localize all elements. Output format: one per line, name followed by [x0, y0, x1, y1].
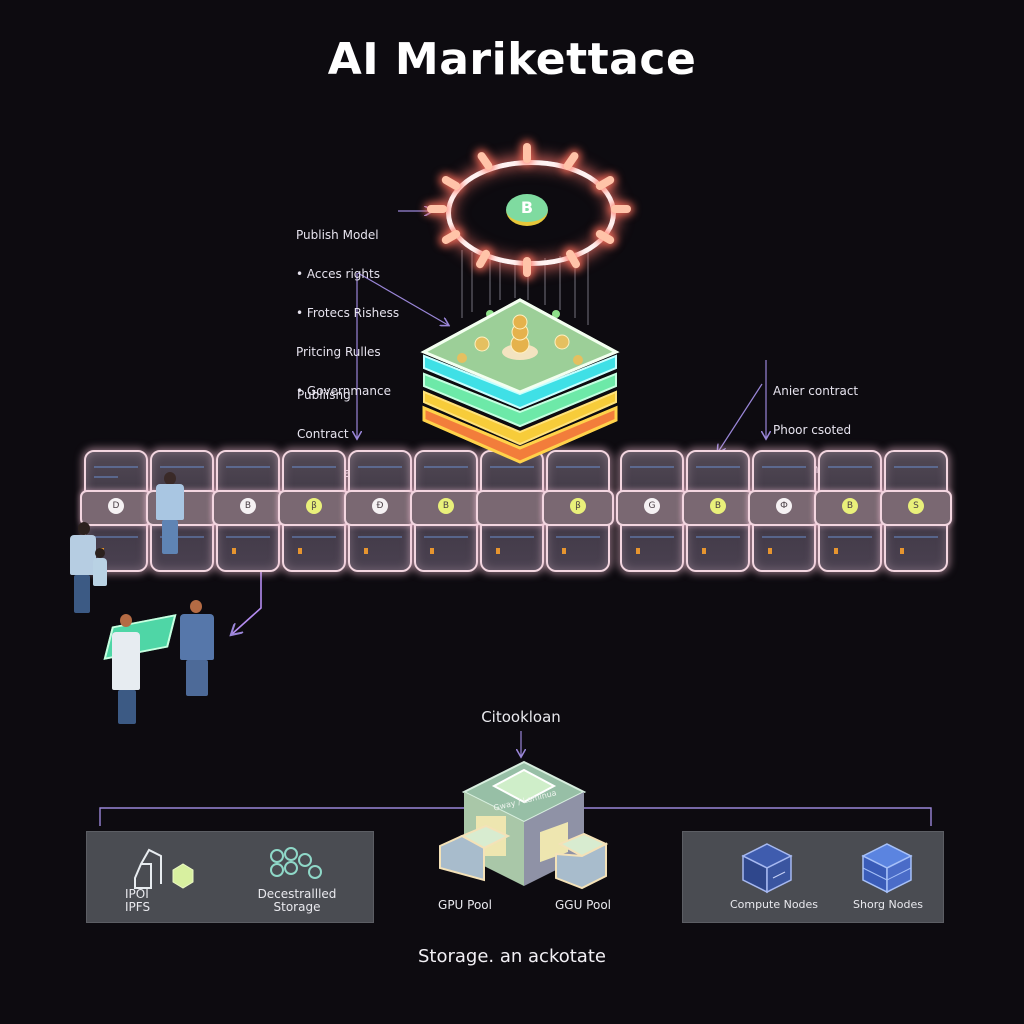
compute-node-icon [741, 843, 793, 894]
annotation-line: • Frotecs Rishess [296, 306, 400, 320]
person-legs [118, 690, 136, 724]
token-icon: β [570, 498, 586, 514]
bottom-caption: Storage. an ackotate [418, 946, 606, 967]
ipfs-label: IPOI IPFS [125, 888, 150, 914]
token-icon: D [108, 498, 124, 514]
label-line: IPFS [125, 900, 151, 914]
token-icon: B [842, 498, 858, 514]
token-icon: B [710, 498, 726, 514]
annotation-line: • Acces rights [296, 267, 380, 281]
ring-spike [523, 257, 531, 277]
blockchain-ledger: D B β Đ B β G B Ф B S [80, 448, 952, 574]
annotation-line: Anier contract [773, 384, 859, 398]
person-legs [162, 520, 178, 554]
person-head [190, 600, 202, 613]
token-icon: Ф [776, 498, 792, 514]
ring-spike [611, 205, 631, 213]
annotation-line: Contract [297, 427, 349, 441]
token-icon: β [306, 498, 322, 514]
person-head [95, 548, 105, 558]
label-line: Storage [273, 900, 321, 914]
person-body [70, 535, 96, 575]
nodes-panel: Compute Nodes Shorg Nodes [682, 831, 944, 923]
storage-panel: IPOI IPFS Decestrallled Storage [86, 831, 374, 923]
annotation-line: Publiisng [297, 388, 351, 402]
label-line: IPOI [125, 887, 149, 901]
annotation-line: Phoor csoted [773, 423, 852, 437]
annotation-line: Pritcing Rulles [296, 345, 381, 359]
orchestrator-cube-icon [439, 760, 609, 890]
person-scientist-with-tablet [103, 612, 177, 727]
ledger-block[interactable]: B [212, 450, 284, 572]
token-icon: B [240, 498, 256, 514]
ggu-pool-label: GGU Pool [554, 898, 612, 912]
decentralized-storage-label: Decestrallled Storage [237, 888, 357, 914]
annotation-line: • Governmance [296, 384, 391, 398]
storage-node-icon [861, 843, 913, 894]
person-engineer [178, 600, 218, 700]
publish-model-annotation: Publish Model • Acces rights • Frotecs R… [296, 203, 399, 411]
ledger-block[interactable]: B [682, 450, 754, 572]
ledger-block[interactable] [476, 450, 548, 572]
ring-spike [523, 143, 531, 163]
token-ring [427, 143, 631, 277]
storage-nodes-label: Shorg Nodes [853, 898, 923, 911]
person-head [78, 522, 90, 535]
person-vr-user [150, 470, 190, 560]
person-head [164, 472, 176, 485]
ledger-block[interactable]: β [278, 450, 350, 572]
page-title: AI Marikettace [327, 34, 697, 85]
orchestrator-label: Citookloan [481, 708, 561, 726]
ledger-block[interactable]: B [814, 450, 886, 572]
token-icon: Đ [372, 498, 388, 514]
token-icon: G [644, 498, 660, 514]
label-line: Decestrallled [257, 887, 337, 901]
person-body [112, 632, 140, 690]
ledger-block[interactable]: Đ [344, 450, 416, 572]
person-body [156, 484, 184, 520]
person-adult [66, 520, 110, 616]
person-child [92, 548, 110, 606]
token-coin-icon: B [506, 194, 548, 226]
ledger-block[interactable]: B [410, 450, 482, 572]
gpu-pool-label: GPU Pool [438, 898, 492, 912]
ring-spike [427, 205, 447, 213]
ledger-block[interactable]: Ф [748, 450, 820, 572]
token-icon: B [438, 498, 454, 514]
ipfs-icon [134, 848, 194, 889]
ledger-block[interactable]: G [616, 450, 688, 572]
ledger-block[interactable]: S [880, 450, 952, 572]
person-body [180, 614, 214, 660]
annotation-line: Publish Model [296, 228, 379, 242]
token-icon: S [908, 498, 924, 514]
decentralized-storage-icon [270, 847, 322, 879]
ledger-block[interactable]: D [80, 450, 152, 572]
compute-nodes-label: Compute Nodes [729, 898, 819, 911]
person-head [120, 614, 132, 627]
person-legs [74, 575, 90, 613]
person-legs [186, 660, 208, 696]
person-body [93, 558, 107, 586]
ledger-block[interactable]: β [542, 450, 614, 572]
